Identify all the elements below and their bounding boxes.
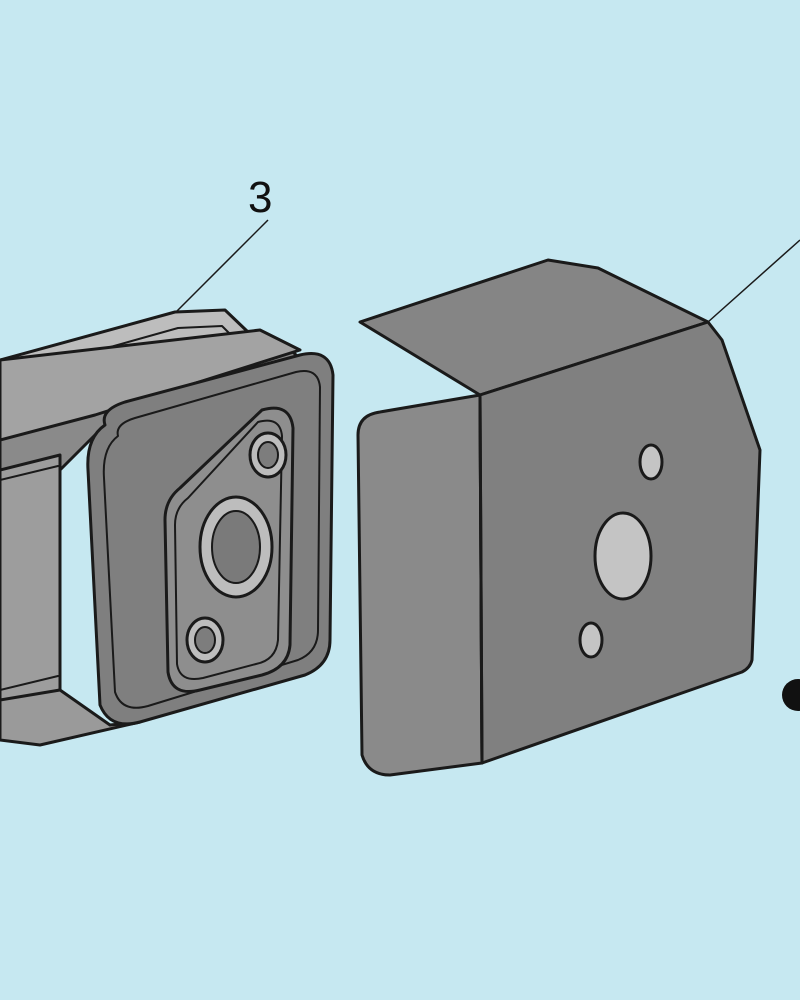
shield-lower-hole <box>578 621 604 659</box>
callout-3: 3 <box>175 173 272 313</box>
callout-heat-shield-leader <box>707 239 800 323</box>
muffler <box>0 308 335 747</box>
muffler-seam-band <box>0 453 62 707</box>
heat-shield <box>356 258 762 777</box>
callout-3-leader <box>175 219 269 313</box>
muffler-front-rim <box>102 370 321 709</box>
callout-3-label: 3 <box>248 173 272 222</box>
heat-shield-top-flap <box>358 258 710 397</box>
fastener-fragment <box>782 679 800 711</box>
shield-center-hole <box>593 511 653 601</box>
callout-heat-shield <box>707 239 800 323</box>
heat-shield-side-panel <box>356 393 484 777</box>
shield-upper-hole <box>638 443 664 481</box>
heat-shield-fold-edge <box>478 393 484 765</box>
